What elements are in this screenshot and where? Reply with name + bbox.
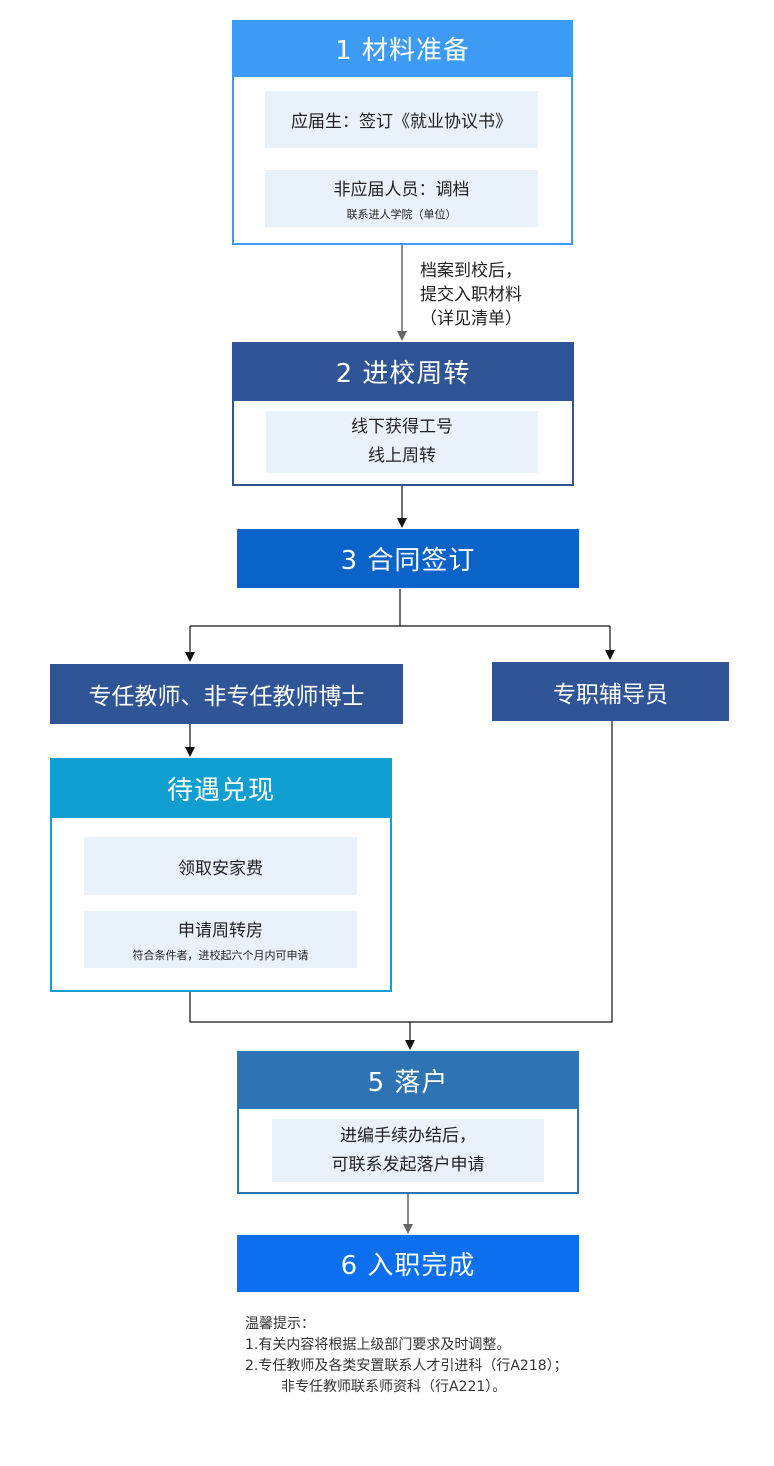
step2-line: 线下获得工号 xyxy=(351,417,453,437)
step1-header: 1 材料准备 xyxy=(232,20,573,77)
merge-line-right xyxy=(410,721,613,1023)
branch-right-counselor: 专职辅导员 xyxy=(492,662,729,721)
benefits-settling-allowance-box: 领取安家费 xyxy=(84,837,357,895)
tips-line: 2.专任教师及各类安置联系人才引进科（行A218）； xyxy=(245,1358,568,1374)
merge-line-left xyxy=(189,992,410,1023)
step5-line: 可联系发起落户申请 xyxy=(331,1154,485,1175)
step1-fresh-graduate-label: 应届生：签订《就业协议书》 xyxy=(291,112,512,132)
arrow1-note-line: 提交入职材料 xyxy=(420,285,522,305)
tips-line: 非专任教师联系师资科（行A221）。 xyxy=(281,1379,507,1395)
benefits-header: 待遇兑现 xyxy=(50,758,392,818)
step2-header: 2 进校周转 xyxy=(232,342,574,401)
step1-fresh-graduate-box: 应届生：签订《就业协议书》 xyxy=(265,91,538,148)
benefits-housing-box: 申请周转房 符合条件者，进校起六个月内可申请 xyxy=(84,911,357,968)
step5-line: 进编手续办结后， xyxy=(340,1125,476,1146)
step3-header: 3 合同签订 xyxy=(237,529,579,588)
benefits-housing-note: 符合条件者，进校起六个月内可申请 xyxy=(132,949,309,962)
benefits-settling-allowance-label: 领取安家费 xyxy=(178,858,263,879)
step1-non-graduate-label: 非应届人员：调档 xyxy=(333,180,470,200)
step5-content-box: 进编手续办结后， 可联系发起落户申请 xyxy=(272,1119,544,1182)
arrow1-note-line: 档案到校后， xyxy=(420,261,522,281)
step1-non-graduate-box: 非应届人员：调档 联系进人学院（单位） xyxy=(265,170,538,227)
step2-content-box: 线下获得工号 线上周转 xyxy=(266,411,538,473)
tips-line: 1.有关内容将根据上级部门要求及时调整。 xyxy=(245,1337,511,1353)
tips-heading: 温馨提示： xyxy=(245,1316,315,1332)
arrow1-note: 档案到校后， 提交入职材料 （详见清单） xyxy=(420,259,560,331)
step6-header: 6 入职完成 xyxy=(237,1235,579,1292)
step2-line: 线上周转 xyxy=(368,446,436,466)
step1-non-graduate-note: 联系进人学院（单位） xyxy=(346,208,457,221)
split-line xyxy=(190,589,401,627)
benefits-housing-label: 申请周转房 xyxy=(178,921,263,941)
branch-left-teachers: 专任教师、非专任教师博士 xyxy=(50,664,403,724)
step5-header: 5 落户 xyxy=(237,1051,579,1109)
arrow1-note-line: （详见清单） xyxy=(420,309,522,329)
